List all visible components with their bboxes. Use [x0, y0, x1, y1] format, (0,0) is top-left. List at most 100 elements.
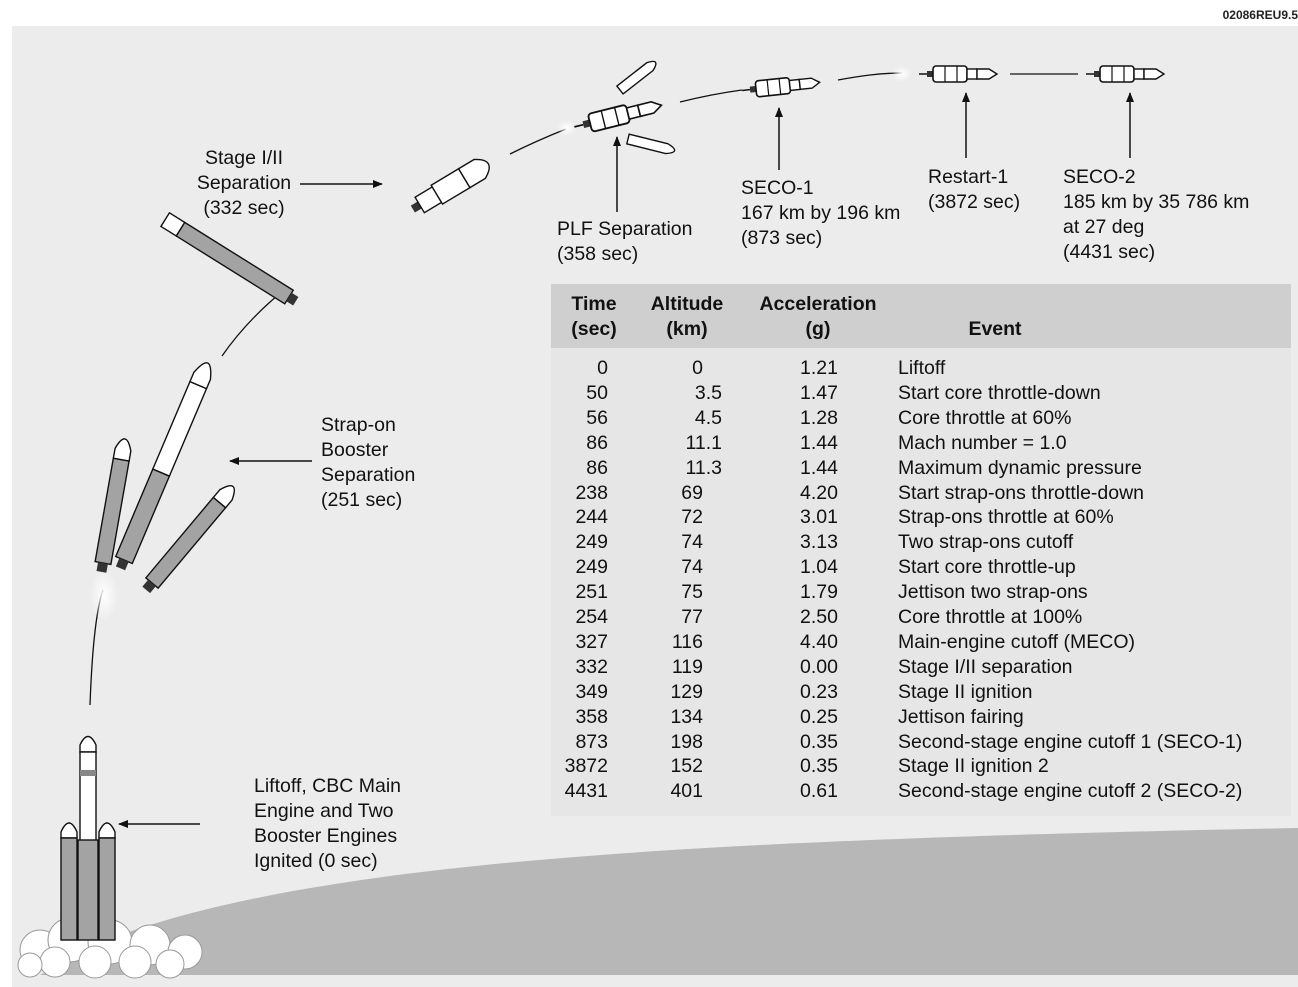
seco2-label-line: SECO-2: [1063, 166, 1136, 188]
exhaust-plume: [557, 120, 577, 136]
table-row: 3872 152 0.35 Stage II ignition 2: [551, 754, 1291, 779]
cell-altitude: 72: [681, 506, 703, 529]
trajectory-path: [679, 89, 743, 103]
cell-event: Core throttle at 60%: [898, 406, 1072, 429]
cell-acceleration: 0.35: [800, 755, 838, 778]
cell-time: 0: [597, 357, 608, 379]
cell-altitude: 401: [670, 780, 703, 803]
cell-time: 3872: [564, 755, 608, 778]
table-row: 0 0 1.21 Liftoff: [551, 356, 1291, 381]
cell-time: 238: [575, 481, 608, 504]
cell-altitude: 116: [671, 630, 703, 653]
header-time: Time (sec): [557, 292, 631, 342]
cell-altitude: 152: [670, 755, 703, 778]
strap-on-sep-label-line: Strap-on: [321, 414, 396, 436]
seco1-label: SECO-1 167 km by 196 km (873 sec): [741, 176, 900, 251]
exhaust-plume: [892, 66, 912, 82]
header-altitude-line: (km): [666, 318, 708, 340]
core-booster: [114, 362, 212, 571]
liftoff-label-line: Booster Engines: [254, 825, 398, 847]
cell-altitude: 11.1: [685, 431, 722, 454]
cell-event: Stage I/II separation: [898, 655, 1073, 678]
cell-altitude: 0: [692, 357, 703, 379]
restart1-label: Restart-1 (3872 sec): [928, 165, 1020, 215]
header-time-line: Time: [571, 293, 617, 315]
exhaust-plume: [90, 569, 118, 621]
cell-acceleration: 1.21: [800, 357, 838, 379]
plf-sep-label: PLF Separation (358 sec): [557, 217, 693, 267]
cell-time: 86: [586, 431, 608, 454]
cell-altitude: 77: [681, 606, 703, 628]
stage-two-vehicle: [410, 158, 490, 214]
header-event: Event: [968, 318, 1022, 340]
cell-event: Maximum dynamic pressure: [898, 456, 1142, 479]
cell-time: 50: [586, 381, 608, 404]
payload-fairing-lower: [625, 133, 676, 155]
cell-event: Second-stage engine cutoff 2 (SECO-2): [898, 780, 1243, 803]
stage-sep-label: Stage I/II Separation (332 sec): [180, 146, 308, 221]
cell-altitude: 69: [681, 481, 703, 504]
seco2-label-line: (4431 sec): [1063, 241, 1156, 263]
plf-sep-label-line: PLF Separation: [557, 218, 693, 240]
strap-on-sep-label-line: Separation: [321, 464, 416, 486]
cell-event: Start core throttle-up: [898, 556, 1076, 579]
stage-sep-label-line: Separation: [196, 172, 292, 194]
cell-event: Core throttle at 100%: [898, 606, 1083, 628]
liftoff-label: Liftoff, CBC Main Engine and Two Booster…: [254, 774, 401, 874]
cell-event: Start strap-ons throttle-down: [898, 481, 1145, 504]
cell-event: Jettison fairing: [898, 705, 1024, 728]
payload-fairing-upper: [615, 60, 657, 95]
cell-altitude: 129: [670, 680, 703, 703]
cell-altitude: 4.5: [694, 406, 722, 429]
seco2-label-line: at 27 deg: [1063, 216, 1145, 238]
cell-altitude: 74: [681, 531, 703, 554]
cell-time: 254: [575, 606, 608, 628]
cell-acceleration: 0.25: [800, 705, 838, 728]
event-table: Time (sec) Altitude (km) Acceleration (g…: [551, 284, 1291, 816]
strap-on-booster-left: [94, 438, 132, 573]
cell-acceleration: 1.28: [800, 406, 838, 429]
cell-acceleration: 2.50: [800, 606, 838, 628]
stage-one-booster: [159, 211, 299, 306]
cell-event: Second-stage engine cutoff 1 (SECO-1): [898, 730, 1243, 753]
cell-acceleration: 0.61: [800, 780, 838, 803]
cell-event: Mach number = 1.0: [898, 431, 1067, 454]
cell-time: 86: [586, 456, 608, 479]
cell-altitude: 75: [681, 581, 703, 604]
cell-event: Jettison two strap-ons: [898, 581, 1088, 604]
cell-event: Stage II ignition: [898, 680, 1033, 703]
liftoff-label-line: Liftoff, CBC Main: [254, 775, 402, 797]
header-altitude: Altitude (km): [643, 292, 731, 342]
cell-event: Liftoff: [898, 357, 946, 379]
strap-on-sep-label-line: Booster: [321, 439, 389, 461]
cell-time: 358: [575, 705, 608, 728]
plf-sep-label-line: (358 sec): [557, 243, 639, 265]
stage-sep-label-line: Stage I/II: [204, 147, 284, 169]
seco1-label-line: 167 km by 196 km: [741, 202, 901, 224]
cell-altitude: 198: [670, 730, 703, 753]
cell-event: Stage II ignition 2: [898, 755, 1049, 778]
cell-event: Start core throttle-down: [898, 381, 1101, 404]
cell-altitude: 3.5: [694, 381, 722, 404]
launch-vehicle-on-pad: [17, 735, 203, 979]
cell-time: 327: [575, 630, 608, 653]
table-row: 254 77 2.50 Core throttle at 100%: [551, 605, 1291, 630]
cell-time: 873: [575, 730, 608, 753]
cell-event: Main-engine cutoff (MECO): [898, 630, 1135, 653]
liftoff-label-line: Engine and Two: [254, 800, 394, 822]
header-acceleration-line: Acceleration: [759, 293, 877, 315]
cell-time: 332: [575, 655, 608, 678]
cell-altitude: 119: [671, 655, 703, 678]
cell-altitude: 74: [681, 556, 703, 579]
